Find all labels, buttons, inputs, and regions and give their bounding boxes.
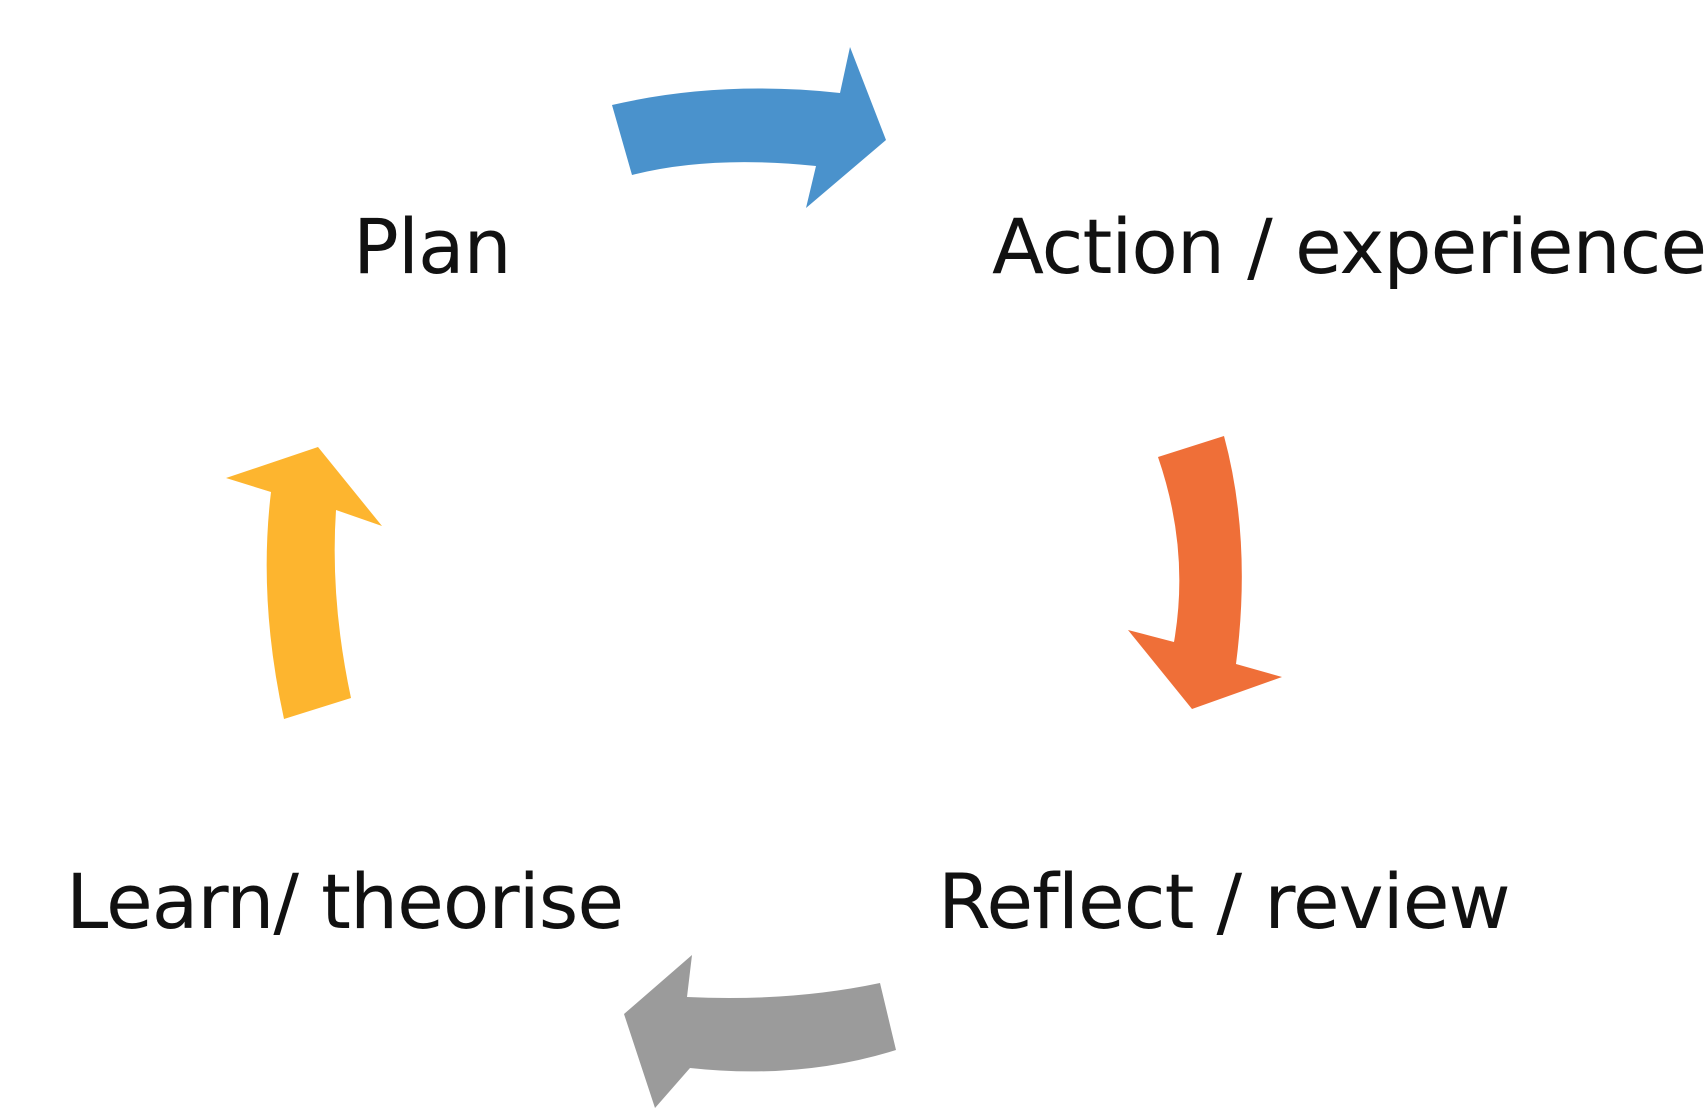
arrow-action-to-reflect [1128,436,1282,709]
stage-label-reflect-review: Reflect / review [938,857,1510,946]
stage-label-action-experience: Action / experience [992,202,1706,291]
stage-label-plan: Plan [353,202,511,291]
arrow-learn-to-plan [226,447,382,719]
arrow-reflect-to-learn [624,955,896,1108]
stage-label-learn-theorise: Learn/ theorise [66,857,623,946]
arrow-plan-to-action [612,47,886,208]
